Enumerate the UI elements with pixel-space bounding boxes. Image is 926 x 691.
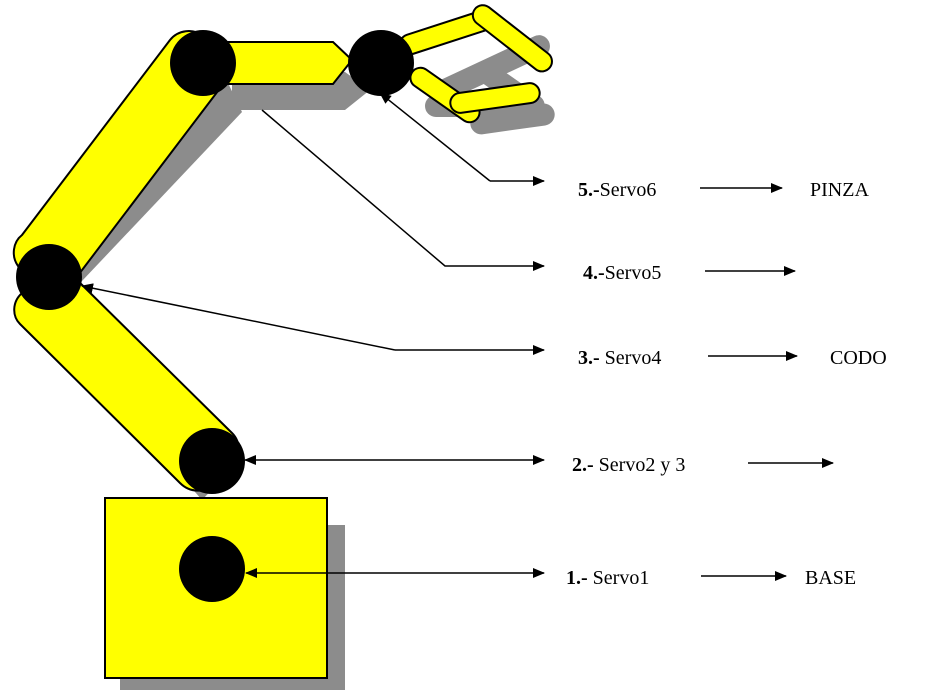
label-servo6-function: PINZA (810, 179, 869, 201)
label-servo4-function: CODO (830, 347, 887, 369)
leader-servo5 (261, 109, 545, 271)
joints (16, 30, 414, 602)
label-servo1-name: Servo1 (588, 567, 650, 589)
label-servo23: 2.- Servo2 y 3 (572, 454, 685, 476)
label-servo1-number: 1.- (566, 567, 588, 589)
label-servo23-number: 2.- (572, 454, 594, 476)
gripper-finger-lower-b (449, 82, 541, 114)
joint-servo6 (348, 30, 414, 96)
label-servo5-name: Servo5 (605, 262, 662, 284)
joint-servo2 (179, 428, 245, 494)
label-servo4: 3.- Servo4 (578, 347, 661, 369)
label-servo4-number: 3.- (578, 347, 600, 369)
label-servo5-number: 4.- (583, 262, 605, 284)
label-servo6-name: Servo6 (600, 179, 657, 201)
leader-lines (81, 92, 545, 578)
label-servo5: 4.-Servo5 (583, 262, 661, 284)
label-servo6: 5.-Servo6 (578, 179, 656, 201)
function-arrows (700, 183, 834, 581)
label-servo1: 1.- Servo1 (566, 567, 649, 589)
joint-servo1 (179, 536, 245, 602)
joint-servo4 (16, 244, 82, 310)
gripper-finger-upper-b (471, 4, 553, 73)
label-servo23-name: Servo2 y 3 (594, 454, 686, 476)
label-servo1-function: BASE (805, 567, 856, 589)
joint-servo5 (170, 30, 236, 96)
label-servo6-number: 5.- (578, 179, 600, 201)
labels: 5.-Servo6 PINZA 4.-Servo5 3.- Servo4 COD… (566, 179, 887, 589)
label-servo4-name: Servo4 (600, 347, 662, 369)
leader-servo4-diag (81, 283, 396, 351)
leader-servo6 (379, 92, 491, 182)
